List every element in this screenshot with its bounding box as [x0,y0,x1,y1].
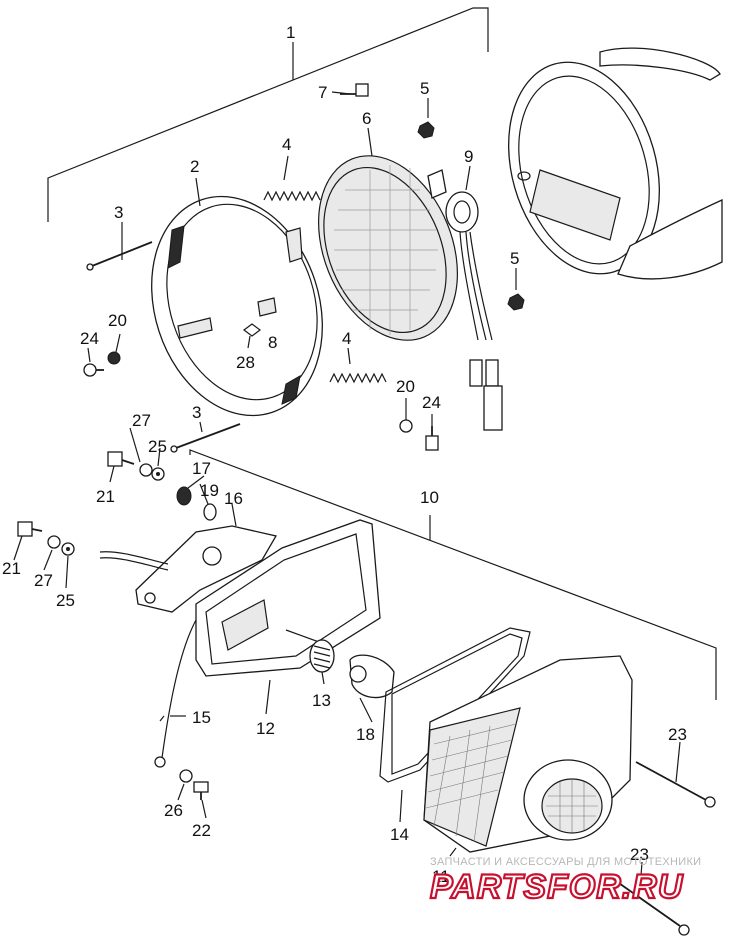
group-bracket-10 [189,449,717,700]
washer-25a [151,467,165,481]
callout-23a: 23 [668,725,687,744]
spring-4a [263,190,321,202]
headlight-socket-9 [445,191,503,431]
callout-14: 14 [390,825,409,844]
nut-20b [399,419,413,433]
callout-9: 9 [464,147,473,166]
washer-25b [61,542,75,556]
callout-17: 17 [192,459,211,478]
bolt-21b [17,521,43,537]
callout-7: 7 [318,83,327,102]
washer-27a [139,463,153,477]
callout-27b: 27 [34,571,53,590]
callout-3b: 3 [192,403,201,422]
callout-16: 16 [224,489,243,508]
callout-21b: 21 [2,559,21,578]
callout-13: 13 [312,691,331,710]
callout-2: 2 [190,157,199,176]
nut-20a [107,351,121,365]
callout-12: 12 [256,719,275,738]
sealed-beam-lamp [318,155,458,341]
clip-8 [243,323,261,337]
callout-5a: 5 [420,79,429,98]
callout-18: 18 [356,725,375,744]
callout-4a: 4 [282,135,291,154]
washer-27b [47,535,61,549]
callout-labels: 1 2 3 3 4 4 5 5 6 7 8 9 10 11 12 13 14 1… [2,23,687,886]
callout-1: 1 [286,23,295,42]
callout-25a: 25 [148,437,167,456]
callout-21a: 21 [96,487,115,506]
screw-24a [83,363,104,377]
headlight-rim [151,195,323,417]
callout-20a: 20 [108,311,127,330]
callout-11: 11 [432,867,450,886]
callout-27a: 27 [132,411,151,430]
bushing-17 [176,486,192,506]
ground-wire-15 [154,619,197,768]
bulb-18 [349,654,395,699]
callout-4b: 4 [342,329,351,348]
taillight-base-12 [195,519,381,677]
leader-lines [13,91,681,891]
callout-3a: 3 [114,203,123,222]
callout-23b: 23 [630,845,649,864]
nut-5a [417,121,435,139]
spring-4b [329,372,387,384]
callout-19: 19 [200,481,219,500]
callout-5b: 5 [510,249,519,268]
lens-screw-23b [605,873,690,936]
collar-19 [203,503,217,521]
long-screw-3b [170,423,241,453]
washer-26 [179,769,193,783]
callout-24a: 24 [80,329,99,348]
watermark-brand: PARTSFOR.RU [430,868,684,906]
callout-8: 8 [268,333,277,352]
callout-20b: 20 [396,377,415,396]
taillight-lens-11 [423,655,633,853]
callout-25b: 25 [56,591,75,610]
screw-22 [193,781,209,800]
callout-6: 6 [362,109,371,128]
watermark-tagline: ЗАПЧАСТИ И АКСЕССУАРЫ ДЛЯ МОТОТЕХНИКИ [430,856,701,868]
callout-26: 26 [164,801,183,820]
callout-28: 28 [236,353,255,372]
callout-22: 22 [192,821,211,840]
watermark: ЗАПЧАСТИ И АКСЕССУАРЫ ДЛЯ МОТОТЕХНИКИ PA… [429,856,701,907]
callout-24b: 24 [422,393,441,412]
callout-15: 15 [192,708,211,727]
callout-10: 10 [420,488,439,507]
nut-5b [507,293,525,311]
screw-24b [425,426,439,451]
headlight-case [508,47,723,280]
lens-screw-23a [635,761,716,808]
screw-7 [340,83,369,97]
taillight-bracket-16 [99,525,278,613]
bolt-21a [107,451,135,467]
long-screw-3a [86,241,153,271]
group-bracket-1 [47,7,489,222]
